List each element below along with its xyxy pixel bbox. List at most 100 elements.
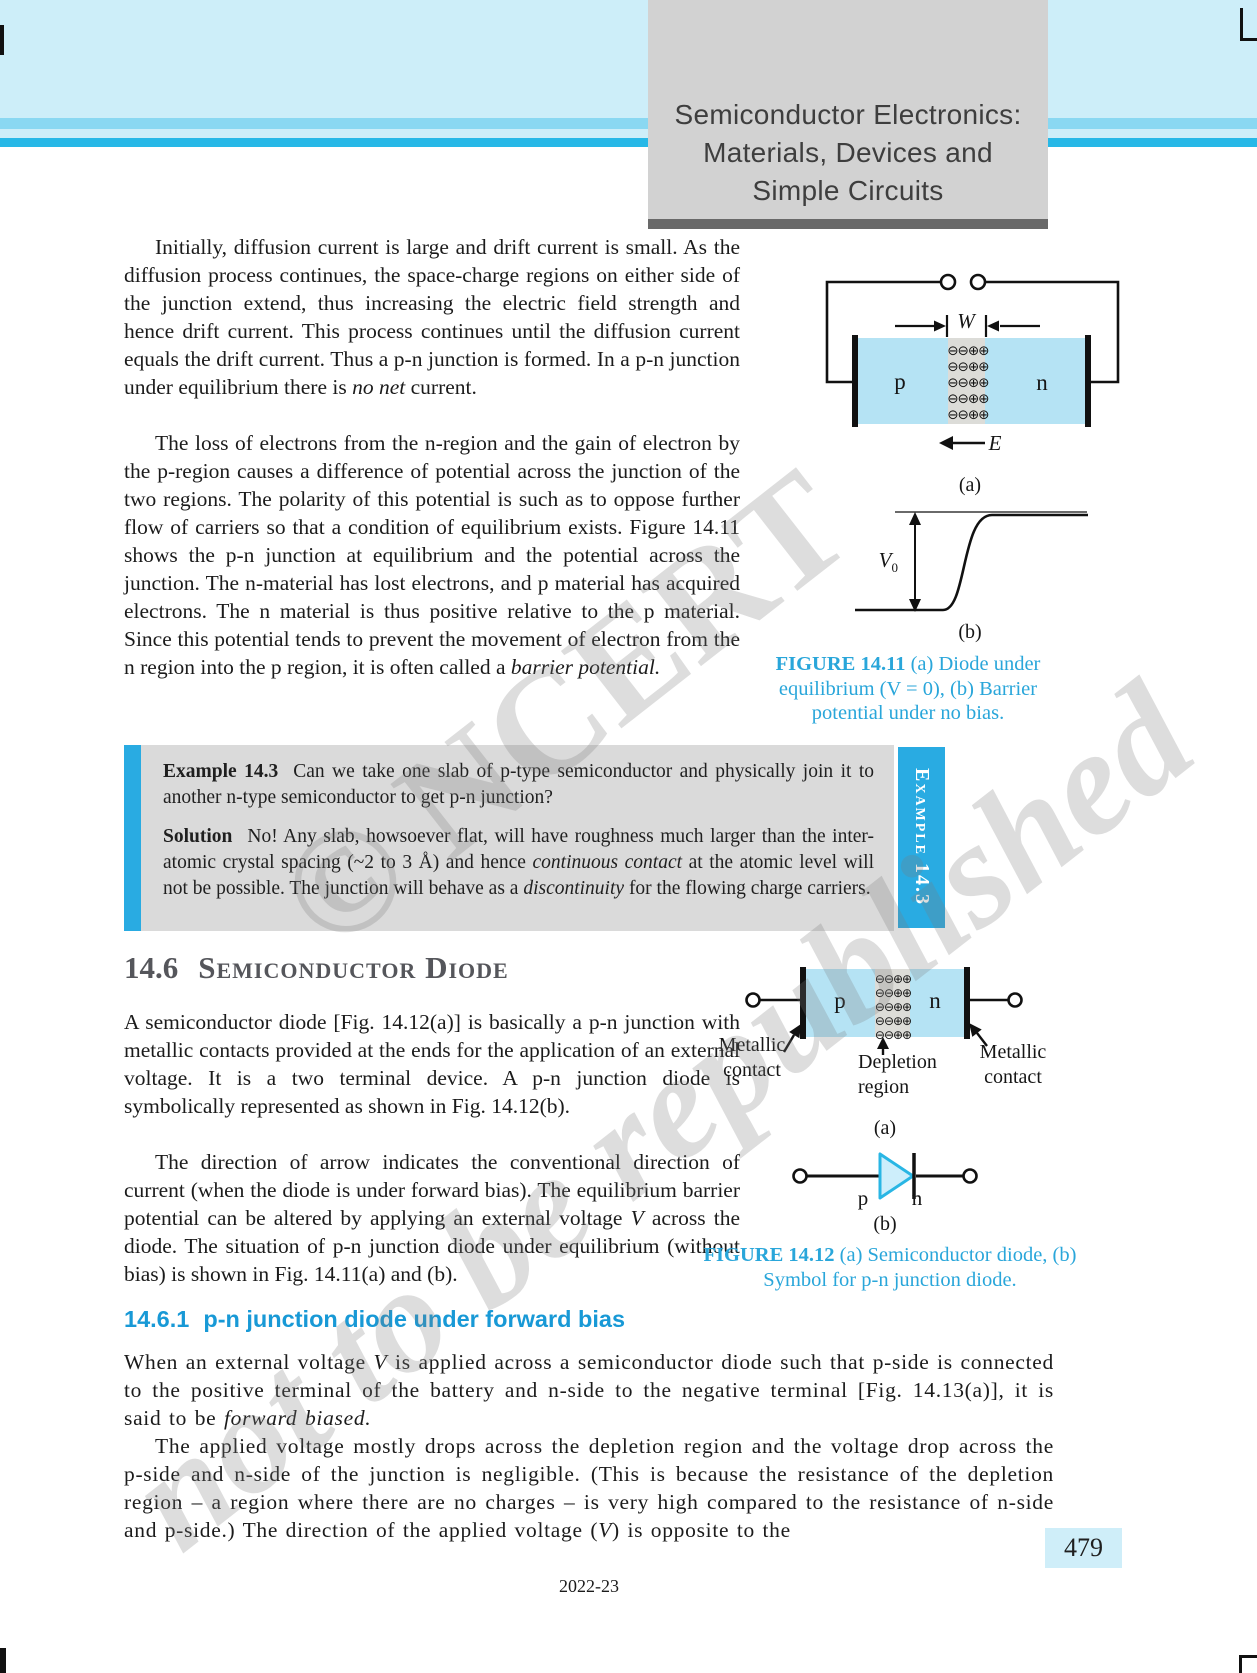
solution-label: Solution [163,826,233,847]
example-accent-bar [124,745,141,931]
figure-14-12-caption: FIGURE 14.12 (a) Semiconductor diode, (b… [675,1243,1105,1292]
terminal-circles [939,273,987,291]
figure-14-11-drawing [825,273,1120,612]
title-box-bottom-bar [648,219,1048,229]
figure-14-11: ⊖⊖⊕⊕ ⊖⊖⊕⊕ ⊖⊖⊕⊕ ⊖⊖⊕⊕ ⊖⊖⊕⊕ W p n E (a) V0 … [755,245,1135,655]
chapter-title-line: Simple Circuits [752,175,944,206]
diode-symbol-p-label: p [857,1186,869,1210]
v-subscript: 0 [891,560,899,576]
depletion-region-label: Depletion region [858,1051,937,1098]
v-symbol: V [878,548,892,572]
chapter-title-box: Semiconductor Electronics: Materials, De… [648,0,1048,229]
diode-symbol [792,1152,978,1200]
n-region-label: n [929,988,941,1013]
depletion-charge-rows: ⊖⊖⊕⊕ ⊖⊖⊕⊕ ⊖⊖⊕⊕ ⊖⊖⊕⊕ ⊖⊖⊕⊕ [943,343,993,423]
paragraph-text: A semiconductor diode [Fig. 14.12(a)] is… [124,1010,740,1118]
subfigure-a-label: (a) [958,474,982,496]
italic-v: V [630,1206,644,1230]
italic-barrier-potential: barrier potential. [510,655,661,679]
paragraph-arrow-direction: The direction of arrow indicates the con… [124,1148,740,1288]
paragraph-text: across the diode. The situation of p-n j… [124,1206,740,1286]
subfigure-b-label: (b) [958,621,982,643]
italic-discontinuity: discontinuity [523,878,625,899]
italic-continuous-contact: continuous contact [532,852,683,873]
solution-text: at the atomic level will not be possible… [163,852,874,899]
crop-mark-bottom-left [0,1648,6,1673]
caption-text: (a) Semiconductor diode, (b) Symbol for … [763,1244,1077,1291]
width-marker-arrows [895,315,1040,337]
metallic-contact-left-label: Metallic contact [718,1034,786,1081]
subfigure-b-label: (b) [873,1213,897,1235]
charge-row: ⊖⊖⊕⊕ [874,986,912,1000]
header-stripe-mid [0,118,1257,129]
section-number: 14.6 [124,950,179,985]
paragraph-text: The applied voltage mostly drops across … [124,1434,1054,1542]
paragraph-text: is applied across a semiconductor diode … [124,1350,1054,1430]
width-label: W [957,309,975,333]
question-text: Can we take one slab of p-type semicondu… [163,761,874,808]
paragraph-text: When an external voltage [124,1350,374,1374]
paragraph-text: The direction of arrow indicates the con… [124,1150,740,1230]
paragraph-forward-bias: When an external voltage V is applied ac… [124,1348,1054,1432]
crop-mark-top-left [0,25,4,55]
depletion-charge-rows: ⊖⊖⊕⊕ ⊖⊖⊕⊕ ⊖⊖⊕⊕ ⊖⊖⊕⊕ ⊖⊖⊕⊕ [871,972,915,1042]
circuit-wires [825,280,1120,384]
example-label: Example 14.3 [163,761,279,782]
paragraph-text: Initially, diffusion current is large an… [124,235,740,399]
example-side-tab: Example 14.3 [898,747,945,928]
edition-year: 2022-23 [559,1576,619,1596]
potential-graph [855,511,1088,612]
section-title: p-n junction diode under forward bias [203,1306,626,1332]
page-number-badge: 479 [1045,1528,1122,1568]
paragraph-text: The loss of electrons from the n-region … [124,431,740,679]
charge-row: ⊖⊖⊕⊕ [874,1028,912,1042]
chapter-title: Semiconductor Electronics: Materials, De… [648,96,1048,210]
italic-forward-biased: forward biased. [223,1406,372,1430]
figure-14-12-drawing [745,967,1023,1200]
crop-mark-top-right [1240,8,1243,41]
diode-symbol-n-label: n [911,1186,923,1210]
header-stripe-dark [0,138,1257,147]
italic-no-net: no net [352,375,406,399]
metallic-contact-bars [800,967,970,1039]
paragraph-semiconductor-diode: A semiconductor diode [Fig. 14.12(a)] is… [124,1008,740,1120]
crop-mark-top-right-h [1240,38,1257,41]
solution-text: No! Any slab, howsoever flat, will have … [163,826,874,873]
paragraph-diffusion-current: Initially, diffusion current is large an… [124,233,740,401]
italic-v: V [373,1350,388,1374]
depletion-strip [875,969,910,1037]
charge-row: ⊖⊖⊕⊕ [947,391,989,407]
figure-number: FIGURE 14.11 [775,653,906,675]
charge-row: ⊖⊖⊕⊕ [874,1014,912,1028]
electric-field-label: E [988,431,1002,455]
charge-row: ⊖⊖⊕⊕ [947,359,989,375]
charge-row: ⊖⊖⊕⊕ [874,972,912,986]
charge-row: ⊖⊖⊕⊕ [947,343,989,359]
paragraph-applied-voltage: The applied voltage mostly drops across … [124,1432,1054,1544]
crop-mark-bottom-right [1239,1655,1242,1673]
figure-number: FIGURE 14.12 [703,1244,835,1266]
contact-bars [852,335,1091,427]
caption-text: (a) Diode under equilibrium (V = 0), (b)… [778,653,1041,724]
p-region-label: p [894,369,906,394]
barrier-potential-label: V0 [853,548,898,576]
charge-row: ⊖⊖⊕⊕ [947,375,989,391]
depletion-strip [948,338,985,424]
diode-block-terminals [745,992,1023,1008]
chapter-title-line: Semiconductor Electronics: [674,99,1022,130]
italic-v: V [598,1518,613,1542]
figure-14-11-caption: FIGURE 14.11 (a) Diode under equilibrium… [752,652,1064,726]
e-field-arrow [939,436,985,450]
section-number: 14.6.1 [124,1306,190,1332]
crop-mark-bottom-right-h [1239,1655,1257,1658]
section-heading-14-6-1: 14.6.1 p-n junction diode under forward b… [124,1306,625,1333]
metallic-contact-right-label: Metallic contact [979,1041,1047,1088]
figure-14-12: ⊖⊖⊕⊕ ⊖⊖⊕⊕ ⊖⊖⊕⊕ ⊖⊖⊕⊕ ⊖⊖⊕⊕ p n Metallic co… [680,940,1140,1240]
section-title: Semiconductor Diode [198,950,509,985]
paragraph-text: current. [405,375,477,399]
label-arrows [782,1023,988,1055]
